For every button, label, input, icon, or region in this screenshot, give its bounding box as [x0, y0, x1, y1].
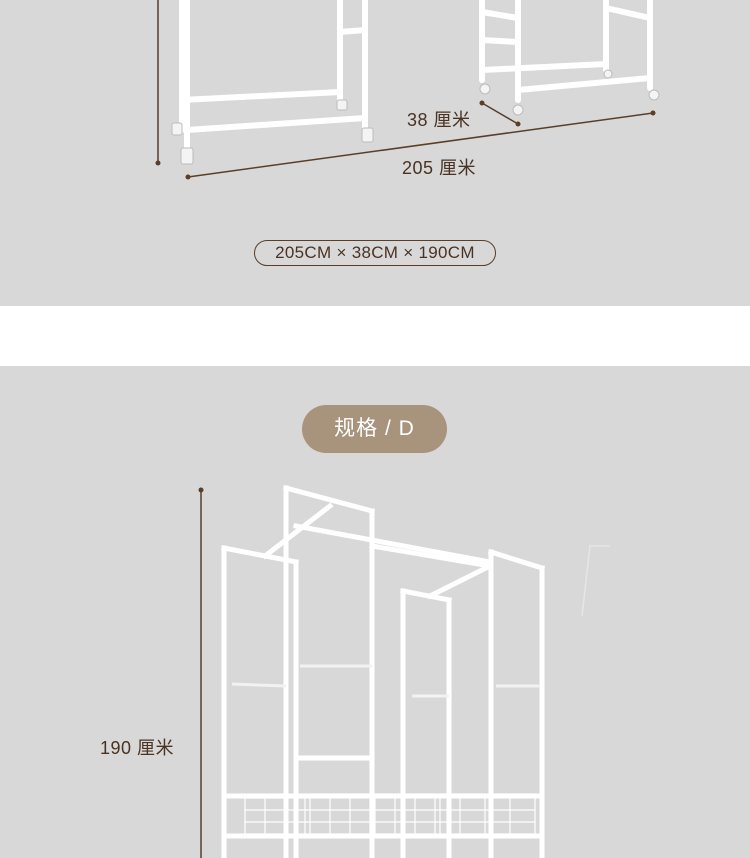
depth-dimension-label: 38 厘米 [407, 110, 471, 130]
spec-badge: 规格 / D [302, 405, 447, 453]
section-divider [0, 306, 750, 366]
size-summary-pill: 205CM × 38CM × 190CM [254, 240, 496, 266]
clothes-rack-illustration-bottom [198, 484, 610, 858]
width-dimension-label: 205 厘米 [402, 158, 477, 178]
product-image-panel-top: 38 厘米 205 厘米 205CM × 38CM × 190CM [0, 0, 750, 306]
product-image-panel-bottom: 规格 / D [0, 366, 750, 858]
height-dimension-label: 190 厘米 [100, 738, 175, 758]
clothes-rack-illustration-top [155, 0, 660, 180]
